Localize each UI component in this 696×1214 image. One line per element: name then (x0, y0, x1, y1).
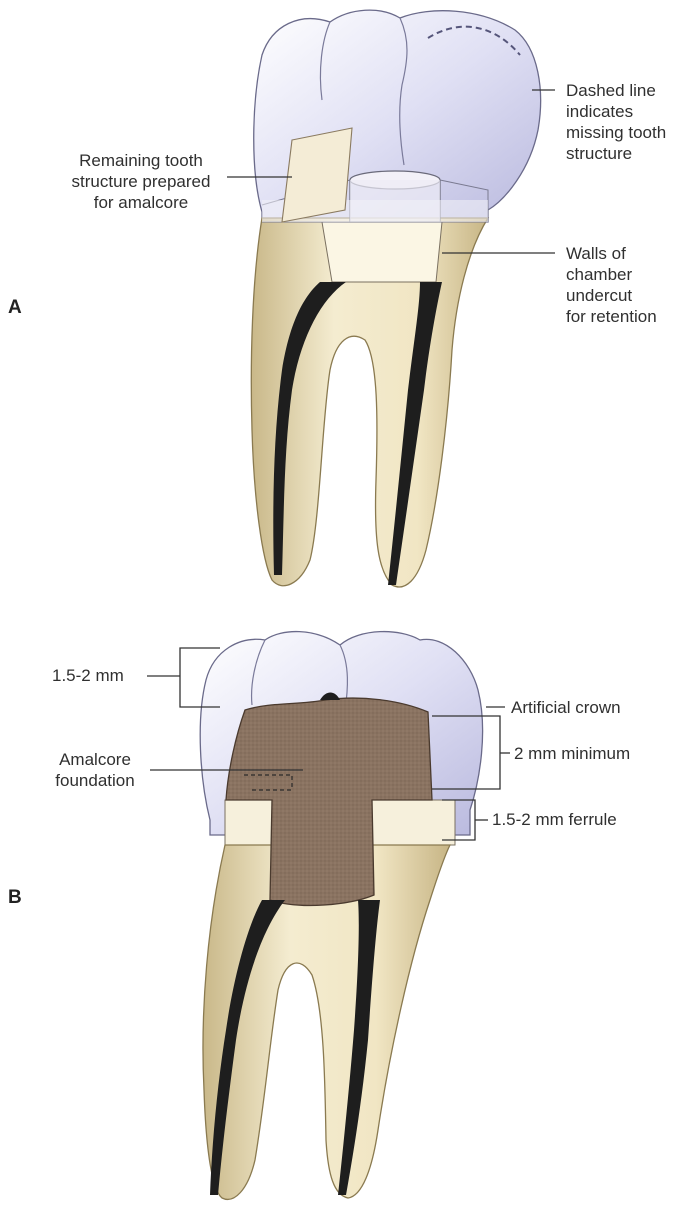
remaining-label-line1: Remaining tooth (56, 150, 226, 171)
remaining-label-line2: structure prepared (56, 171, 226, 192)
walls-label-line1: Walls of (566, 243, 657, 264)
walls-chamber-label: Walls of chamber undercut for retention (566, 243, 657, 327)
dashed-line-label-line2: indicates (566, 101, 666, 122)
amalcore-label-line1: Amalcore (40, 749, 150, 770)
panel-a-letter: A (8, 297, 22, 319)
walls-label-line2: chamber (566, 264, 657, 285)
dashed-line-label: Dashed line indicates missing tooth stru… (566, 80, 666, 164)
amalcore-label-line2: foundation (40, 770, 150, 791)
dashed-line-label-line3: missing tooth (566, 122, 666, 143)
remaining-label-line3: for amalcore (56, 192, 226, 213)
remaining-structure-label: Remaining tooth structure prepared for a… (56, 150, 226, 213)
remaining-structure-block (282, 128, 352, 222)
panel-a-tooth (251, 10, 540, 587)
panel-b-tooth (200, 632, 482, 1200)
dashed-line-label-line4: structure (566, 143, 666, 164)
ferrule-label: 1.5-2 mm ferrule (492, 809, 617, 830)
dashed-line-label-line1: Dashed line (566, 80, 666, 101)
occlusal-thickness-label: 1.5-2 mm (52, 665, 124, 686)
panel-b-letter: B (8, 887, 22, 909)
artificial-crown-label: Artificial crown (511, 697, 621, 718)
walls-label-line3: undercut (566, 285, 657, 306)
walls-label-line4: for retention (566, 306, 657, 327)
amalcore-foundation-label: Amalcore foundation (40, 749, 150, 791)
minimum-thickness-label: 2 mm minimum (514, 743, 630, 764)
